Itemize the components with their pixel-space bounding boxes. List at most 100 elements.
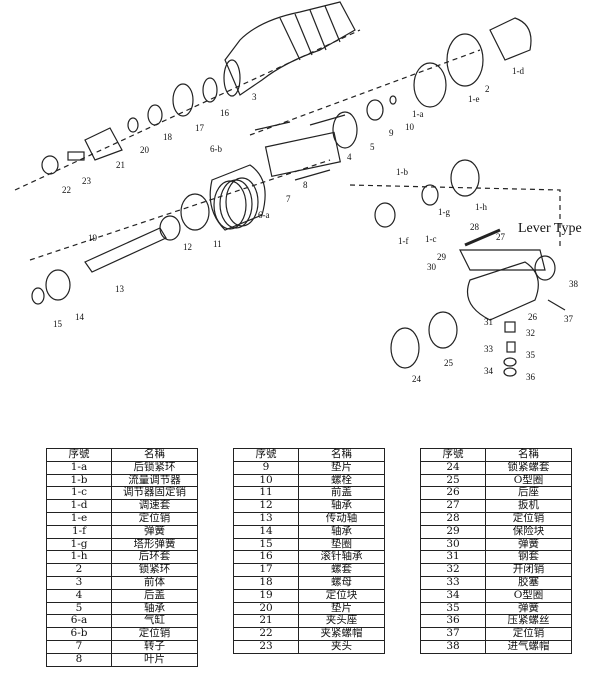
part-label-1-a: 1-a	[412, 109, 424, 119]
part-number: 6-b	[46, 627, 112, 641]
part-name: 轴承	[298, 524, 385, 539]
part-label-27: 27	[496, 232, 506, 242]
part-number: 7	[46, 639, 112, 654]
part-label-5: 5	[370, 142, 375, 152]
part-name: 扳机	[485, 499, 572, 513]
part-number: 1-h	[46, 550, 112, 565]
part-name: 垫片	[298, 460, 385, 475]
part-name: 压紧螺丝	[485, 614, 572, 629]
table-header-no: 序號	[420, 448, 486, 462]
part-name: 后锁紧环	[111, 460, 198, 475]
part-label-20: 20	[140, 145, 150, 155]
part-number: 1-c	[46, 486, 112, 501]
part-number: 1-d	[46, 499, 112, 513]
part-label-1-c: 1-c	[425, 234, 437, 244]
part-number: 1-a	[46, 460, 112, 475]
part-number: 2	[46, 563, 112, 577]
part-number: 25	[420, 473, 486, 488]
part-number: 17	[233, 563, 299, 577]
part-number: 38	[420, 639, 486, 654]
rotor-part	[254, 114, 346, 181]
part-number: 21	[233, 614, 299, 629]
part-number: 30	[420, 537, 486, 552]
part-name: 转子	[111, 639, 198, 654]
part-number: 3	[46, 575, 112, 590]
part-name: 定位销	[485, 627, 572, 641]
part-number: 1-f	[46, 524, 112, 539]
part-label-29: 29	[437, 252, 447, 262]
part-name: 螺套	[298, 563, 385, 577]
part-label-36: 36	[526, 372, 536, 382]
part-label-1-e: 1-e	[468, 94, 480, 104]
part-name: 开闭销	[485, 563, 572, 577]
part-name: 钢套	[485, 550, 572, 565]
part-number: 9	[233, 460, 299, 475]
cylinder-part	[209, 164, 266, 231]
part-name: 定位销	[111, 511, 198, 526]
part-name: 夹头座	[298, 614, 385, 629]
part-name: 锁紧螺套	[485, 460, 572, 475]
part-name: 锁紧环	[111, 563, 198, 577]
part-number: 16	[233, 550, 299, 565]
part-name: 螺栓	[298, 473, 385, 488]
part-number: 11	[233, 486, 299, 501]
part-number: 35	[420, 601, 486, 616]
part-name: O型圈	[485, 588, 572, 603]
part-name: 弹簧	[111, 524, 198, 539]
part-label-37: 37	[564, 314, 574, 324]
part-name: 轴承	[111, 601, 198, 616]
part-number: 5	[46, 601, 112, 616]
part-number: 26	[420, 486, 486, 501]
part-name: 滚针轴承	[298, 550, 385, 565]
part-name: 调速套	[111, 499, 198, 513]
part-name: 调节器固定销	[111, 486, 198, 501]
part-label-13: 13	[115, 284, 125, 294]
part-name: 定位块	[298, 588, 385, 603]
table-header-name: 名稱	[111, 448, 198, 462]
part-name: 胶塞	[485, 575, 572, 590]
part-label-30: 30	[427, 262, 437, 272]
part-label-18: 18	[163, 132, 173, 142]
lever-type-title: Lever Type	[518, 221, 582, 236]
table-header-name: 名稱	[485, 448, 572, 462]
part-label-23: 23	[82, 176, 92, 186]
part-number: 34	[420, 588, 486, 603]
part-number: 33	[420, 575, 486, 590]
part-name: 前体	[111, 575, 198, 590]
part-name: 垫圈	[298, 537, 385, 552]
part-label-31: 31	[484, 317, 493, 327]
part-number: 24	[420, 460, 486, 475]
part-label-1-h: 1-h	[475, 202, 487, 212]
part-label-14: 14	[75, 312, 85, 322]
